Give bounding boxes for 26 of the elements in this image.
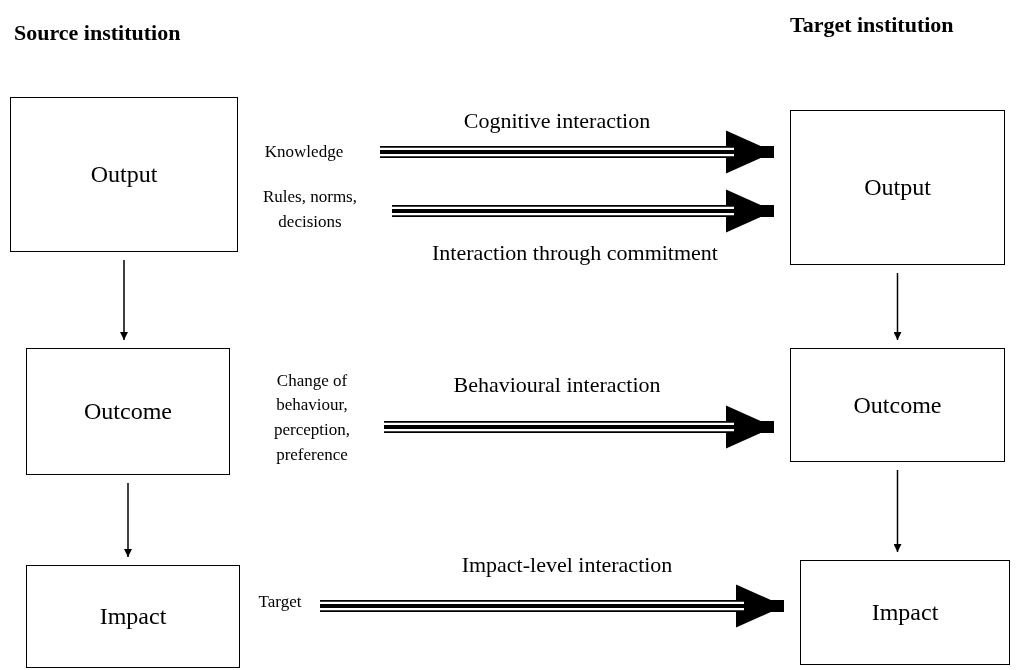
edge-label: Behavioural interaction [453, 372, 661, 398]
box-label: Output [864, 174, 931, 201]
flow-text: Target [252, 588, 308, 616]
box-label: Impact [99, 603, 167, 630]
process-box [26, 348, 230, 475]
process-box [790, 348, 1005, 462]
box-label: Impact [871, 599, 939, 626]
process-box [10, 97, 238, 252]
process-box [790, 110, 1005, 265]
arrow [120, 259, 128, 341]
arrow [893, 469, 902, 553]
arrow [124, 482, 132, 558]
box-label: Output [90, 161, 158, 188]
process-box [26, 565, 240, 668]
flow-text: Change of behaviour, perception, preference [252, 366, 372, 470]
edge-label: Impact-level interaction [461, 552, 673, 578]
process-box [800, 560, 1010, 665]
flow-text: Rules, norms, decisions [240, 182, 380, 238]
edge-label: Cognitive interaction [463, 108, 651, 134]
box-label: Outcome [853, 391, 942, 419]
edge-label: Interaction through commitment [432, 240, 718, 266]
flow-text: Knowledge [240, 138, 368, 166]
column-heading: Target institution [790, 12, 954, 38]
column-heading: Source institution [14, 20, 181, 46]
box-label: Outcome [84, 398, 172, 425]
arrow [893, 272, 902, 341]
